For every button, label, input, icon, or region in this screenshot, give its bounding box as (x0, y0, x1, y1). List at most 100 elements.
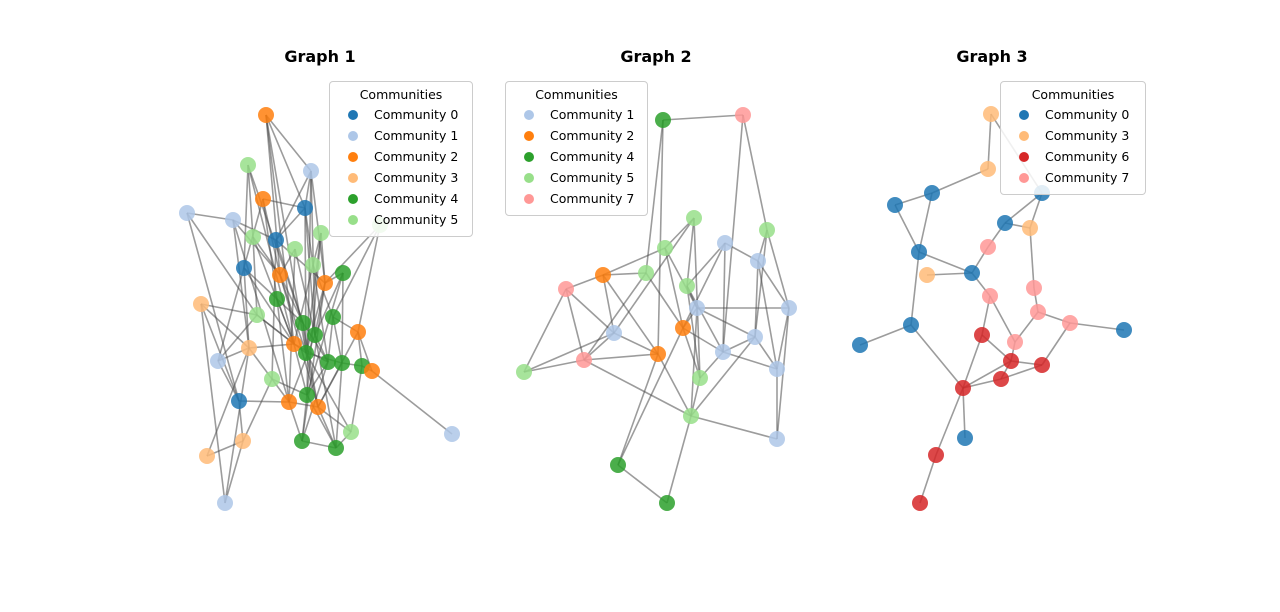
node-community-7 (982, 288, 998, 304)
edge (224, 440, 244, 504)
node-community-6 (974, 327, 990, 343)
legend-swatch-icon (1019, 130, 1029, 141)
edge (583, 353, 659, 361)
edge (910, 251, 920, 326)
edge (686, 217, 695, 287)
node-community-1 (303, 163, 319, 179)
legend-item-label: Community 3 (1045, 128, 1130, 143)
node-community-0 (1116, 322, 1132, 338)
edge (332, 224, 381, 318)
edge (602, 274, 659, 355)
edge (931, 168, 989, 194)
legend-item: Community 7 (514, 188, 639, 209)
legend-item: Community 1 (514, 104, 639, 125)
legend-swatch-icon (1019, 151, 1029, 162)
edge (206, 347, 250, 457)
legend-swatch-icon (348, 109, 358, 120)
graph-3-network (852, 106, 1132, 511)
node-community-1 (715, 344, 731, 360)
legend-swatch-icon (348, 214, 358, 225)
edge (320, 232, 326, 284)
node-community-0 (236, 260, 252, 276)
edge (757, 260, 790, 309)
legend-item-label: Community 5 (550, 170, 635, 185)
legend-item: Community 0 (1009, 104, 1137, 125)
node-community-5 (683, 408, 699, 424)
node-community-2 (595, 267, 611, 283)
legend-title: Communities (359, 87, 443, 102)
legend-item-label: Community 7 (1045, 170, 1130, 185)
edge (357, 224, 381, 333)
legend-item: Community 6 (1009, 146, 1137, 167)
node-community-5 (692, 370, 708, 386)
node-community-5 (679, 278, 695, 294)
legend-item-label: Community 3 (374, 170, 459, 185)
node-community-4 (269, 291, 285, 307)
node-community-4 (298, 345, 314, 361)
legend-item: Community 4 (338, 188, 464, 209)
edge (776, 307, 790, 370)
legend-item-label: Community 5 (374, 212, 459, 227)
node-community-4 (299, 387, 315, 403)
edge (613, 217, 695, 334)
node-community-6 (1034, 357, 1050, 373)
edge (565, 288, 615, 334)
node-community-6 (912, 495, 928, 511)
edge (242, 378, 273, 442)
legend-item: Community 3 (338, 167, 464, 188)
edge (962, 387, 966, 439)
edge (252, 236, 258, 316)
edge (666, 415, 692, 504)
edge (645, 119, 664, 274)
node-community-4 (328, 440, 344, 456)
legend-item: Community 2 (338, 146, 464, 167)
node-community-5 (249, 307, 265, 323)
node-community-2 (255, 191, 271, 207)
legend-swatch-icon (1019, 109, 1029, 120)
node-community-4 (334, 355, 350, 371)
edge (279, 274, 304, 324)
node-community-4 (655, 112, 671, 128)
legend-swatch-icon (348, 151, 358, 162)
edge (664, 247, 684, 329)
legend-item: Community 3 (1009, 125, 1137, 146)
node-community-7 (1026, 280, 1042, 296)
edge (918, 251, 973, 274)
node-community-7 (558, 281, 574, 297)
edge (335, 362, 343, 449)
graph1-title: Graph 1 (284, 47, 356, 66)
node-community-5 (313, 225, 329, 241)
legend-item-label: Community 0 (374, 107, 459, 122)
edge (989, 295, 1016, 343)
edge (523, 288, 567, 373)
edge (276, 298, 290, 403)
legend-swatch-icon (524, 172, 534, 183)
node-community-0 (997, 215, 1013, 231)
legend-item-label: Community 4 (550, 149, 635, 164)
legend-swatch-icon (348, 193, 358, 204)
edge (247, 164, 254, 238)
edge (682, 327, 701, 379)
legend-item-label: Community 0 (1045, 107, 1130, 122)
edge (523, 359, 585, 373)
node-community-5 (240, 157, 256, 173)
legend-item: Community 5 (338, 209, 464, 230)
legend-item: Community 0 (338, 104, 464, 125)
edge (696, 307, 756, 338)
edge (305, 282, 326, 354)
node-community-1 (769, 431, 785, 447)
legend-item: Community 5 (514, 167, 639, 188)
node-community-4 (320, 354, 336, 370)
node-community-0 (957, 430, 973, 446)
node-community-0 (964, 265, 980, 281)
edge (371, 370, 453, 435)
node-community-0 (852, 337, 868, 353)
legend-item-label: Community 2 (550, 128, 635, 143)
node-community-2 (317, 275, 333, 291)
node-community-4 (610, 457, 626, 473)
node-community-5 (343, 424, 359, 440)
